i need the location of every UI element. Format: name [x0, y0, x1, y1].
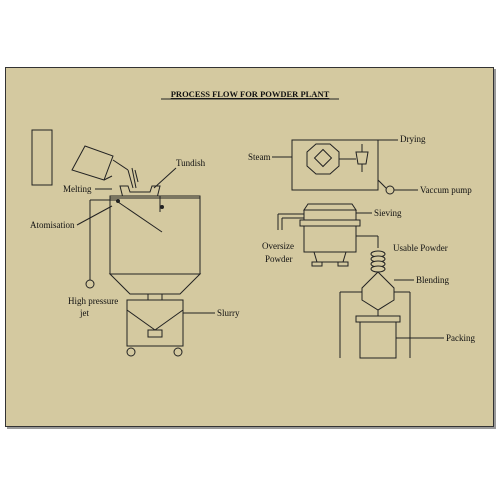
high-pressure-jet: [85, 199, 118, 289]
slurry-label: Slurry: [217, 308, 240, 318]
pouring-stream: [112, 159, 139, 189]
packing-label: Packing: [446, 333, 475, 343]
blender: [339, 271, 411, 358]
vaccum-pump-label: Vaccum pump: [420, 185, 472, 195]
atomisation-leader: [76, 205, 113, 226]
blending-label: Blending: [416, 275, 449, 285]
melting-furnace: [31, 129, 53, 186]
vaccum-pump: [377, 179, 418, 195]
high-pressure-label-line1: High pressure: [68, 296, 118, 306]
usable-powder-line: [356, 235, 379, 248]
tundish-label: Tundish: [176, 158, 206, 168]
oversize-label-line2: Powder: [265, 254, 293, 264]
melting-label: Melting: [63, 184, 92, 194]
atomisation-chamber: [108, 195, 202, 300]
dryer: [291, 139, 379, 191]
oversize-outlet: [277, 213, 304, 230]
atomisation-label: Atomisation: [30, 220, 75, 230]
diagram-title: PROCESS FLOW FOR POWDER PLANT: [171, 89, 330, 99]
crucible: [71, 145, 114, 181]
oversize-label-line1: Oversize: [262, 241, 294, 251]
sieving-label: Sieving: [374, 208, 402, 218]
tundish-leader: [153, 167, 177, 189]
high-pressure-label-line2: jet: [79, 308, 89, 318]
steam-label: Steam: [248, 152, 271, 162]
diagram-frame: [5, 67, 494, 427]
drying-label: Drying: [400, 134, 426, 144]
sieve: [299, 203, 361, 267]
slurry-tank: [126, 299, 184, 357]
flex-connector: [370, 250, 386, 273]
usable-powder-label: Usable Powder: [393, 243, 448, 253]
packing-container: [355, 310, 401, 359]
